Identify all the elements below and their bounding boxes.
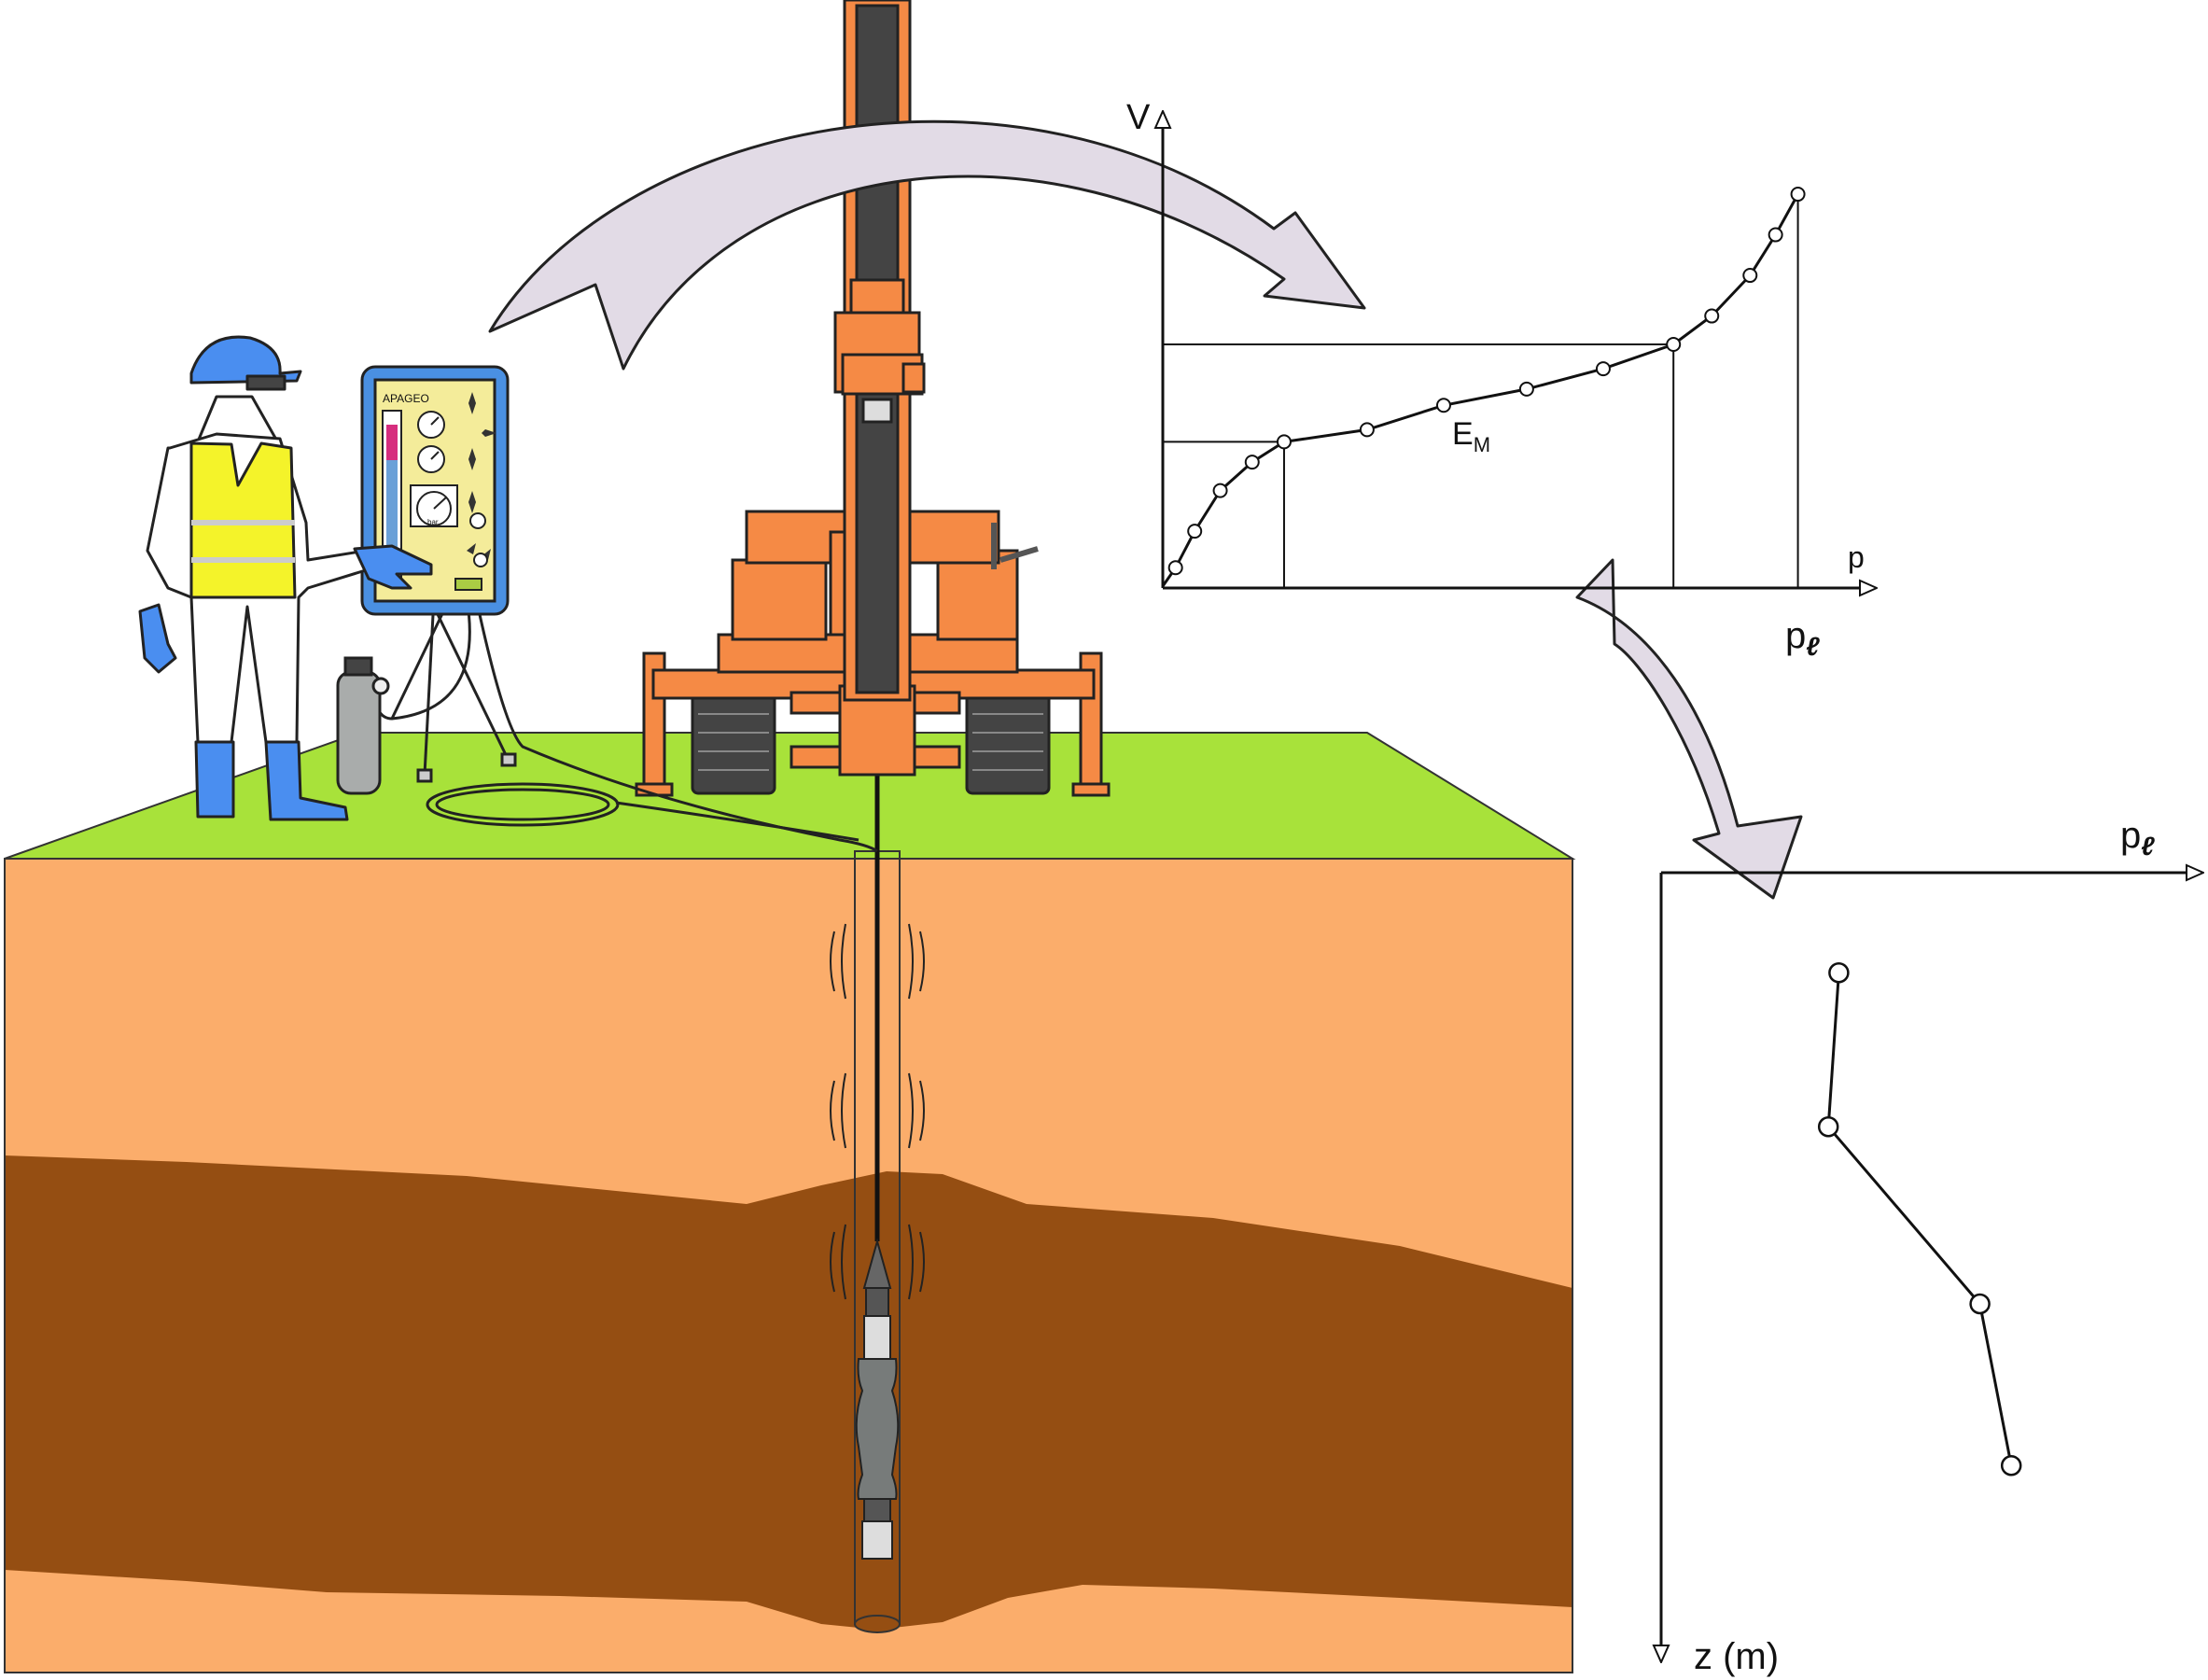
tripod-icon bbox=[390, 596, 517, 783]
chart1-point-4 bbox=[1276, 434, 1292, 450]
chart1-y-label: V bbox=[1126, 98, 1151, 137]
chart2-y-label: z (m) bbox=[1694, 1636, 1779, 1677]
chart1-point-2 bbox=[1212, 483, 1228, 498]
clay-layer bbox=[5, 1155, 1572, 1630]
chart2-point-2 bbox=[1969, 1293, 1991, 1315]
chart1-point-6 bbox=[1435, 398, 1451, 413]
chart2-point-1 bbox=[1817, 1116, 1839, 1138]
borehole bbox=[830, 658, 925, 1633]
chart2-x-sub: ℓ bbox=[2141, 832, 2155, 861]
modulus-main: E bbox=[1452, 416, 1474, 452]
chart1-point-13 bbox=[1790, 187, 1806, 203]
vibration-marks bbox=[830, 923, 925, 1300]
panel-brand: APAGEO bbox=[383, 392, 429, 405]
chart1-limit-label: pℓ bbox=[1785, 615, 1820, 661]
limit-sub: ℓ bbox=[1806, 632, 1820, 661]
transfer-arrow-to-curve bbox=[488, 119, 1366, 371]
hard-hat-icon bbox=[189, 335, 302, 385]
chart1-point-11 bbox=[1742, 268, 1758, 284]
transfer-arrow-to-profile bbox=[1575, 558, 1803, 900]
grass-surface bbox=[4, 732, 1576, 860]
pressuremeter-probe-icon bbox=[855, 1238, 900, 1560]
limit-main: p bbox=[1785, 615, 1806, 656]
gauge-icon bbox=[410, 411, 458, 527]
modulus-sub: M bbox=[1474, 433, 1490, 456]
chart2-x-label: pℓ bbox=[2120, 815, 2155, 861]
gas-cylinder-icon bbox=[336, 656, 390, 795]
ground-block bbox=[4, 732, 1576, 1673]
tubing bbox=[371, 596, 878, 853]
chart1-point-0 bbox=[1167, 560, 1183, 576]
chart1-point-10 bbox=[1704, 308, 1720, 324]
chart2-x-main: p bbox=[2120, 815, 2141, 856]
worker-figure bbox=[138, 335, 433, 821]
chart1-point-8 bbox=[1595, 361, 1611, 377]
chart1-point-12 bbox=[1768, 227, 1783, 243]
drilling-rig-icon bbox=[635, 0, 1111, 797]
chart1-modulus-label: EM bbox=[1452, 416, 1490, 456]
chart1-x-label: p bbox=[1848, 540, 1865, 574]
gauge-unit: bar bbox=[427, 518, 439, 526]
chart1-point-7 bbox=[1518, 381, 1534, 397]
pressuremeter-curve-chart bbox=[1163, 112, 1876, 588]
chart2-point-3 bbox=[2000, 1455, 2022, 1477]
chart2-series-line bbox=[1826, 973, 2013, 1466]
chart1-point-5 bbox=[1359, 422, 1375, 438]
chart1-point-3 bbox=[1244, 455, 1260, 470]
chart1-point-9 bbox=[1666, 337, 1682, 352]
chart1-point-1 bbox=[1187, 524, 1203, 539]
limit-pressure-profile-chart bbox=[1661, 873, 2202, 1661]
chart2-point-0 bbox=[1828, 962, 1850, 984]
